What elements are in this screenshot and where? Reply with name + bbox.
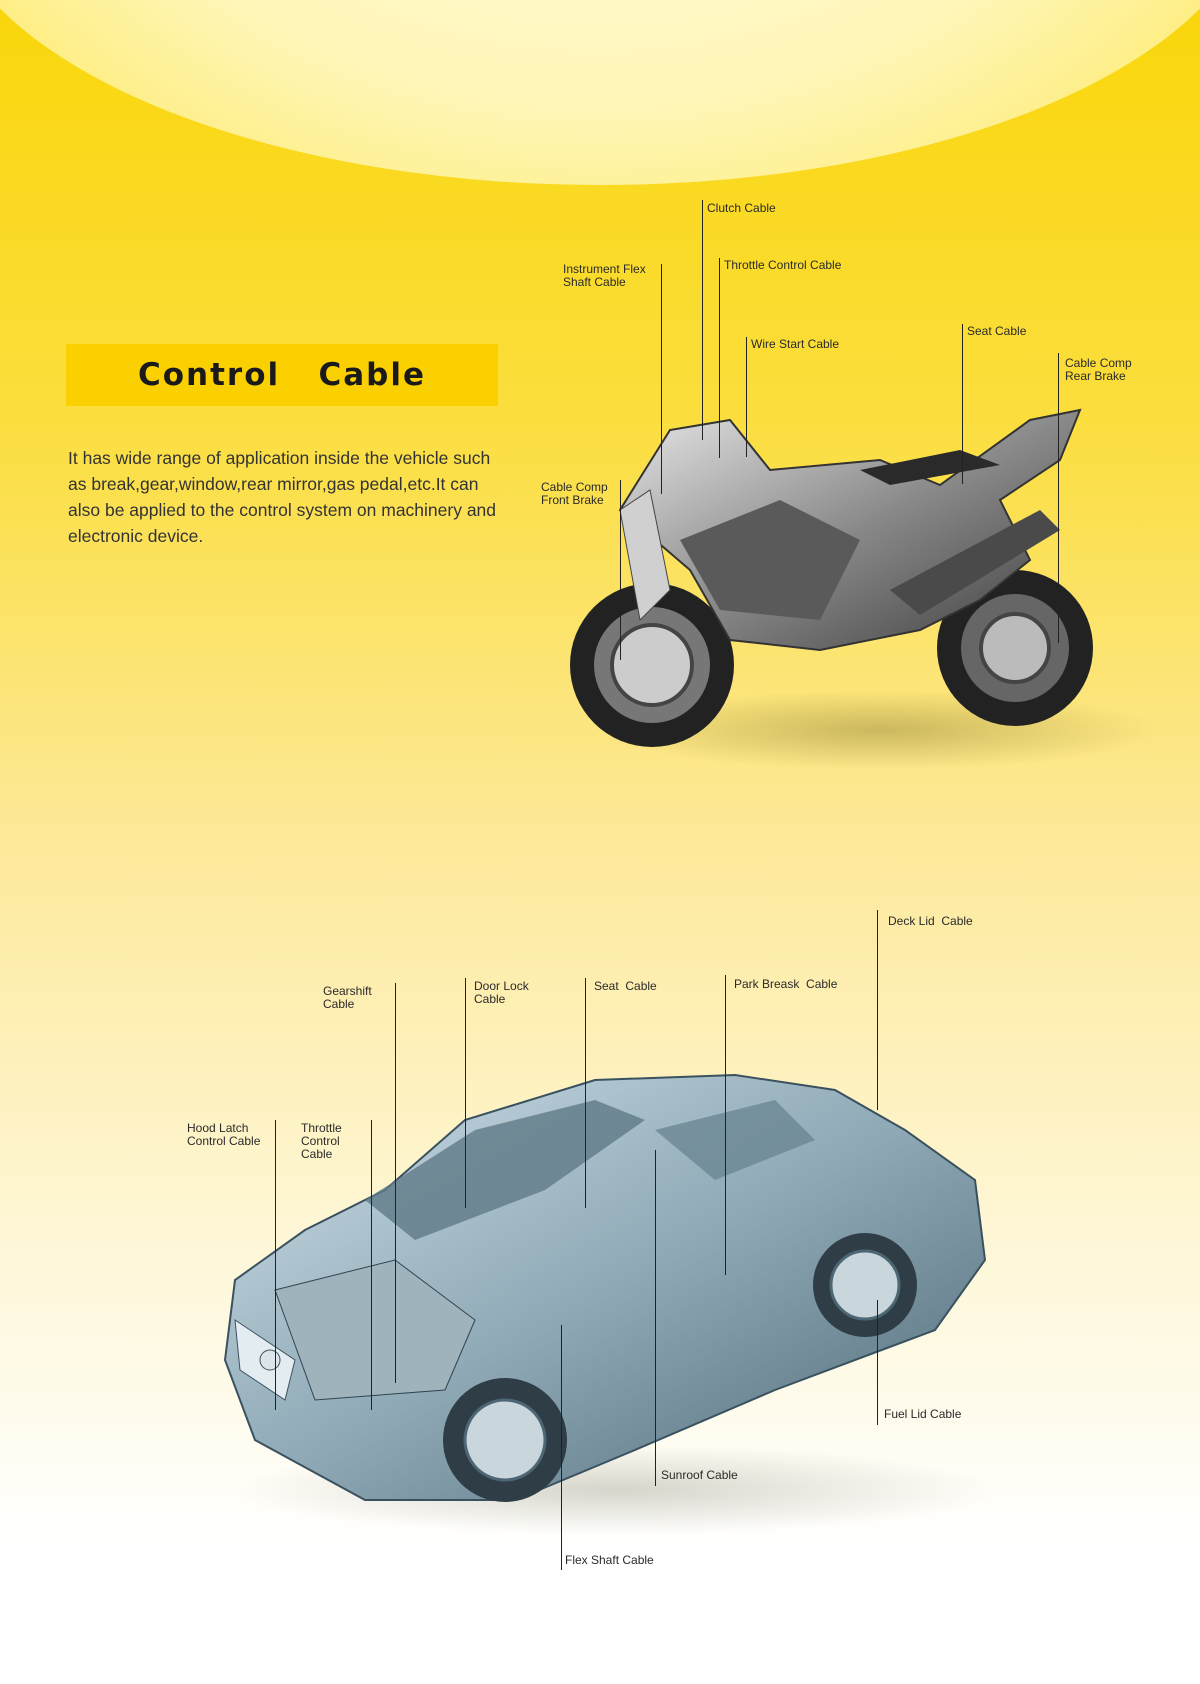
hood-latch-cable-label: Hood Latch Control Cable xyxy=(187,1121,261,1148)
park-brake-cable-label: Park Breask Cable xyxy=(734,977,838,991)
callout-line xyxy=(371,1120,372,1410)
callout-line xyxy=(877,910,878,1110)
callout-line xyxy=(661,264,662,494)
deck-lid-cable-label: Deck Lid Cable xyxy=(888,914,973,928)
callout-line xyxy=(620,480,621,660)
clutch-cable-label: Clutch Cable xyxy=(707,201,776,215)
gearshift-cable-label: Gearshift Cable xyxy=(323,984,372,1011)
front-brake-cable-label: Cable Comp Front Brake xyxy=(541,480,608,507)
callout-line xyxy=(275,1120,276,1410)
callout-line xyxy=(746,337,747,457)
callout-line xyxy=(395,983,396,1383)
description-text: It has wide range of application inside … xyxy=(68,448,497,546)
fuel-lid-cable-label: Fuel Lid Cable xyxy=(884,1407,962,1421)
top-arc-decoration xyxy=(0,0,1200,185)
car-image xyxy=(223,1073,995,1535)
instrument-flex-shaft-cable-label: Instrument Flex Shaft Cable xyxy=(563,262,646,289)
callout-line xyxy=(655,1150,656,1486)
callout-line xyxy=(725,975,726,1275)
callout-line xyxy=(877,1300,878,1425)
sunroof-cable-label: Sunroof Cable xyxy=(661,1468,738,1482)
callout-line xyxy=(719,258,720,458)
callout-line xyxy=(561,1325,562,1570)
flex-shaft-cable-label: Flex Shaft Cable xyxy=(565,1553,654,1567)
callout-line xyxy=(1058,353,1059,643)
seat-cable-car-label: Seat Cable xyxy=(594,979,657,993)
callout-line xyxy=(585,978,586,1208)
rear-brake-cable-label: Cable Comp Rear Brake xyxy=(1065,356,1132,383)
wire-start-cable-label: Wire Start Cable xyxy=(751,337,840,351)
title-bar: Control Cable xyxy=(66,344,498,406)
throttle-control-cable-label: Throttle Control Cable xyxy=(724,258,842,272)
callout-line xyxy=(702,200,703,440)
throttle-control-cable-car-label: Throttle Control Cable xyxy=(301,1121,342,1161)
page-title: Control Cable xyxy=(137,357,427,393)
motorcycle-image xyxy=(570,408,1160,770)
door-lock-cable-label: Door Lock Cable xyxy=(474,979,529,1006)
seat-cable-label: Seat Cable xyxy=(967,324,1027,338)
callout-line xyxy=(465,978,466,1208)
callout-line xyxy=(962,324,963,484)
